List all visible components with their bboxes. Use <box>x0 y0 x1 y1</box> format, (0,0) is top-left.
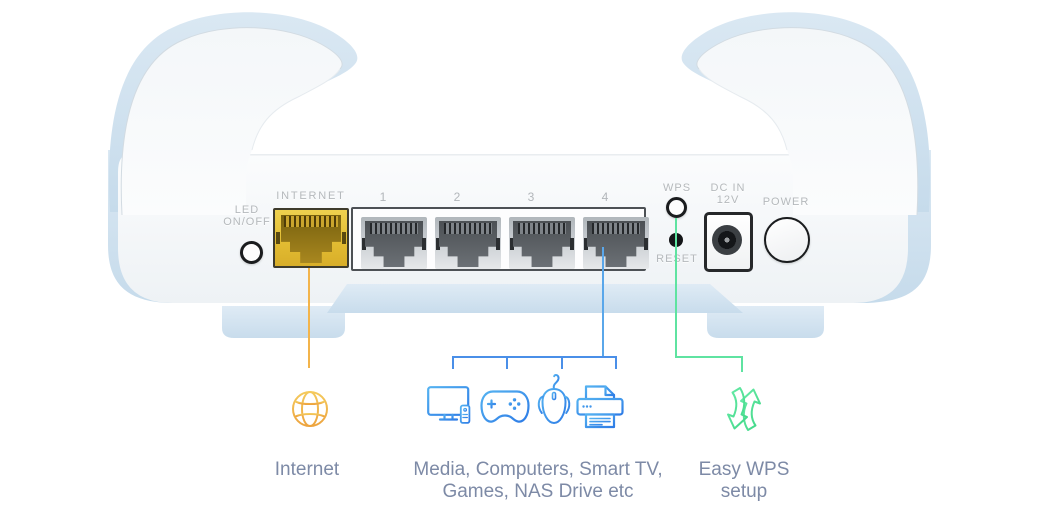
power-button-label: POWER <box>762 196 810 208</box>
internet-port-label: INTERNET <box>276 190 346 202</box>
dc-in-jack-pin <box>712 225 742 255</box>
gaming-mouse-icon <box>537 373 571 425</box>
lan-bracket-tick-2 <box>506 356 508 369</box>
lan-bracket-tick-4 <box>615 356 617 369</box>
internet-caption: Internet <box>274 459 340 480</box>
wps-caption: Easy WPS setup <box>698 459 790 502</box>
lan-port-3 <box>509 217 575 269</box>
game-controller-icon <box>480 390 530 423</box>
globe-icon <box>292 391 328 427</box>
lan-port-4-label: 4 <box>601 190 609 204</box>
lan-bracket-tick-1 <box>452 356 454 369</box>
printer-icon <box>576 385 624 429</box>
lan-callout-line <box>602 247 604 356</box>
wps-callout-line-drop <box>741 356 743 372</box>
wps-callout-line-vertical <box>675 218 677 358</box>
wps-button-label: WPS <box>662 182 692 194</box>
wps-button <box>666 197 687 218</box>
lan-caption: Media, Computers, Smart TV, Games, NAS D… <box>413 459 663 502</box>
internet-callout-line <box>308 268 310 368</box>
internet-port <box>273 208 349 268</box>
lan-port-4 <box>583 217 649 269</box>
power-button <box>764 217 810 263</box>
lan-port-block <box>351 207 649 271</box>
lan-bracket <box>452 356 617 358</box>
reset-label: RESET <box>656 253 698 265</box>
lan-bracket-tick-3 <box>561 356 563 369</box>
wps-callout-line-horizontal <box>675 356 743 358</box>
lan-port-2-label: 2 <box>453 190 461 204</box>
dc-in-jack <box>704 212 753 272</box>
led-onoff-button <box>240 241 263 264</box>
lan-port-1-label: 1 <box>379 190 387 204</box>
tv-with-remote-icon <box>427 386 471 424</box>
lan-port-2 <box>435 217 501 269</box>
wps-sync-icon <box>727 387 761 431</box>
lan-port-3-label: 3 <box>527 190 535 204</box>
lan-port-1 <box>361 217 427 269</box>
internet-port-pins <box>284 216 338 227</box>
